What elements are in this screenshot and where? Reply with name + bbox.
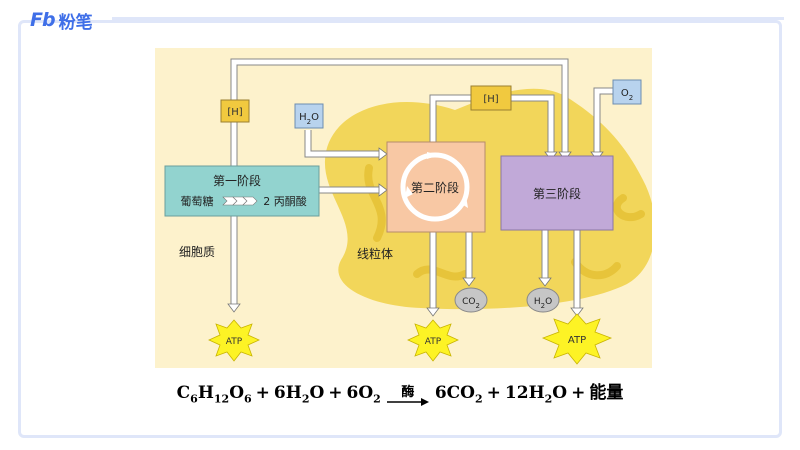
logo-text: 粉笔 — [58, 12, 93, 33]
cristae-lines — [364, 164, 645, 281]
right-arrow-icon — [386, 398, 429, 406]
atp-burst-stage1: ATP — [208, 319, 260, 362]
header-divider — [112, 17, 784, 20]
atp-burst-stage2: ATP — [407, 319, 459, 362]
mitochondria-label: 线粒体 — [357, 246, 393, 261]
arrow-stage2-to-co2 — [462, 230, 476, 287]
stage1-box — [164, 165, 320, 217]
cytoplasm-label: 细胞质 — [179, 245, 215, 259]
cycle-arrowhead-left — [405, 186, 413, 198]
stage2-label: 第二阶段 — [411, 180, 459, 195]
respiration-equation: C6H12O6 + 6H2O + 6O2 酶 6CO2 + 12H2O + 能量 — [0, 378, 800, 406]
equation-energy: 能量 — [589, 383, 624, 403]
glucose-label: 葡萄糖 — [181, 194, 214, 208]
equation-plus-1: + — [255, 383, 270, 403]
h2o-input-box — [294, 103, 324, 129]
h-label-stage1: [H] — [227, 107, 242, 118]
arrow-stage3-to-atp — [570, 228, 584, 317]
h2o-output-oval — [526, 287, 560, 313]
co2-oval — [454, 287, 488, 313]
h2o-output-label: H2O — [534, 297, 552, 310]
cellular-respiration-diagram: 第一阶段 葡萄糖 2 丙酮酸 第二阶段 第三阶段 [H] [H] H2O O2 … — [155, 48, 652, 368]
arrow-h2o-to-stage2 — [304, 130, 388, 161]
content-frame — [18, 20, 782, 438]
equation-oxygen: 6O2 — [346, 383, 381, 406]
h-box-stage2 — [470, 85, 512, 111]
stage1-label: 第一阶段 — [213, 173, 261, 188]
logo-mark: Fb — [30, 9, 56, 31]
pyruvate-label: 2 丙酮酸 — [263, 194, 307, 208]
atp-label-3: ATP — [568, 335, 586, 346]
arrow-stage3-to-h2o — [538, 228, 552, 287]
o2-box — [612, 79, 642, 105]
h2o-input-label: H2O — [299, 112, 319, 126]
equation-glucose: C6H12O6 — [176, 383, 252, 406]
equation-water-out: 12H2O — [504, 383, 568, 406]
stage3-box — [500, 155, 614, 231]
equation-co2: 6CO2 — [434, 383, 483, 406]
chevron-arrows-icon — [222, 196, 258, 206]
enzyme-label: 酶 — [401, 385, 415, 400]
stage3-label: 第三阶段 — [533, 186, 581, 201]
atp-label-1: ATP — [226, 337, 243, 347]
cycle-arrowhead-right — [460, 196, 468, 208]
equation-plus-2: + — [328, 383, 343, 403]
atp-label-2: ATP — [425, 337, 442, 347]
arrow-stage2-to-atp — [426, 230, 440, 317]
reaction-arrow: 酶 — [386, 383, 429, 406]
cycle-arrowhead-top — [427, 152, 439, 159]
h-label-stage2: [H] — [483, 94, 498, 105]
equation-plus-3: + — [486, 383, 501, 403]
equation-water-in: 6H2O — [273, 383, 325, 406]
h-box-stage1 — [220, 99, 250, 123]
atp-burst-stage3: ATP — [541, 313, 613, 365]
fenbi-logo: Fb 粉笔 — [30, 8, 93, 33]
equation-plus-4: + — [571, 383, 586, 403]
arrow-pyruvate-to-stage2 — [317, 183, 388, 197]
